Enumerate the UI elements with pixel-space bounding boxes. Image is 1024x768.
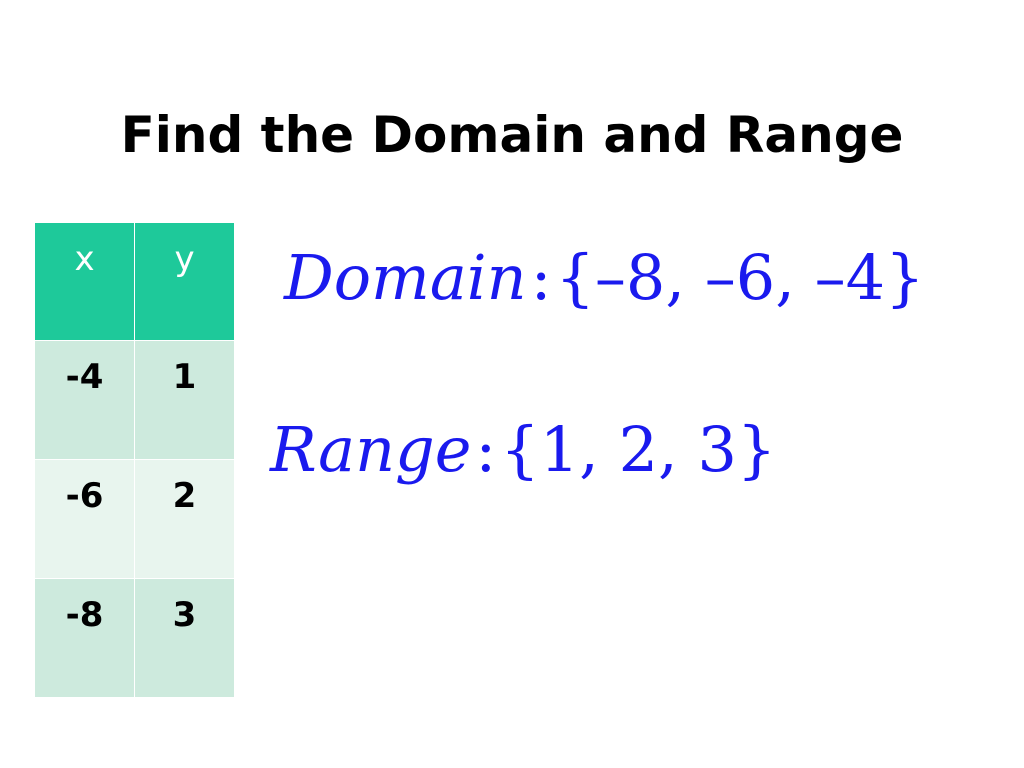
cell-x: -8	[34, 578, 135, 698]
domain-answer: Domain:{–8, –6, –4}	[284, 238, 925, 318]
domain-label: Domain	[284, 241, 527, 314]
range-separator: :	[475, 413, 497, 486]
range-set: {1, 2, 3}	[500, 413, 777, 486]
cell-x: -6	[34, 459, 135, 579]
header-x: x	[34, 222, 135, 341]
xy-table: x y -4 1 -6 2 -8 3	[34, 222, 235, 698]
table-row: -4 1	[34, 340, 235, 460]
table-row: -6 2	[34, 459, 235, 579]
cell-y: 2	[134, 459, 235, 579]
cell-x: -4	[34, 340, 135, 460]
table-row: -8 3	[34, 578, 235, 698]
cell-y: 3	[134, 578, 235, 698]
slide-title: Find the Domain and Range	[120, 106, 904, 164]
table-header-row: x y	[34, 222, 235, 341]
domain-set: {–8, –6, –4}	[555, 241, 925, 314]
domain-separator: :	[530, 241, 552, 314]
range-answer: Range:{1, 2, 3}	[270, 410, 776, 490]
range-label: Range	[270, 413, 472, 486]
header-y: y	[134, 222, 235, 341]
cell-y: 1	[134, 340, 235, 460]
